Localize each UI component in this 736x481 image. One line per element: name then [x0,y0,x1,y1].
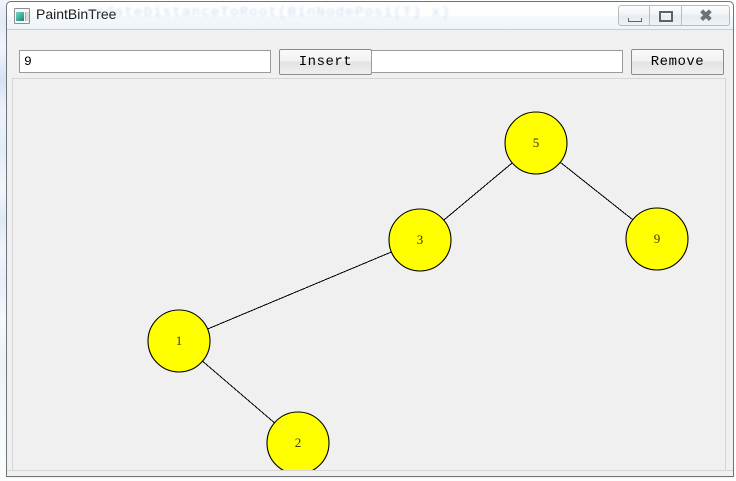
minimize-icon [628,18,642,22]
tree-node-label: 5 [533,135,540,150]
remove-button[interactable]: Remove [631,49,724,75]
tree-node[interactable]: 3 [388,208,452,272]
maximize-icon [659,11,673,22]
tree-node-circle [388,208,452,272]
app-window-icon [14,8,30,24]
tree-node-label: 1 [176,333,183,348]
tree-node-label: 2 [295,435,302,450]
tree-node-circle [266,411,330,470]
insert-button[interactable]: Insert [279,49,372,75]
tree-edge [178,239,421,342]
close-button[interactable]: ✖ [682,5,730,26]
binary-tree-drawing: 5 3 9 1 2 [147,111,689,471]
window-title: PaintBinTree [36,6,117,22]
tree-node-layer: 5 3 9 1 2 [147,111,689,471]
title-bar[interactable]: PaintBinTree ✖ [7,2,733,30]
ghost-text-artifact: updateDistanceToRoot(BinNodePosi(T) x) [86,5,451,21]
tree-node[interactable]: 1 [147,309,211,373]
minimize-button[interactable] [618,5,650,26]
background-edge-artifact [0,0,10,481]
close-icon: ✖ [699,8,713,25]
client-area: Insert Remove 5 3 9 1 2 [7,30,733,476]
tree-node[interactable]: 9 [625,207,689,271]
remove-value-input[interactable] [371,50,623,73]
tree-node-label: 3 [417,232,424,247]
window-controls: ✖ [618,4,730,27]
insert-value-input[interactable] [19,50,271,73]
tree-node-circle [147,309,211,373]
tree-node[interactable]: 5 [504,111,568,175]
tree-node-label: 9 [654,231,661,246]
tree-node[interactable]: 2 [266,411,330,471]
window-bottom-edge [7,470,733,478]
maximize-button[interactable] [650,5,682,26]
tree-canvas[interactable]: 5 3 9 1 2 [12,78,726,471]
tree-node-circle [504,111,568,175]
toolbar: Insert Remove [7,30,733,76]
tree-edge-layer [178,142,658,444]
tree-node-circle [625,207,689,271]
